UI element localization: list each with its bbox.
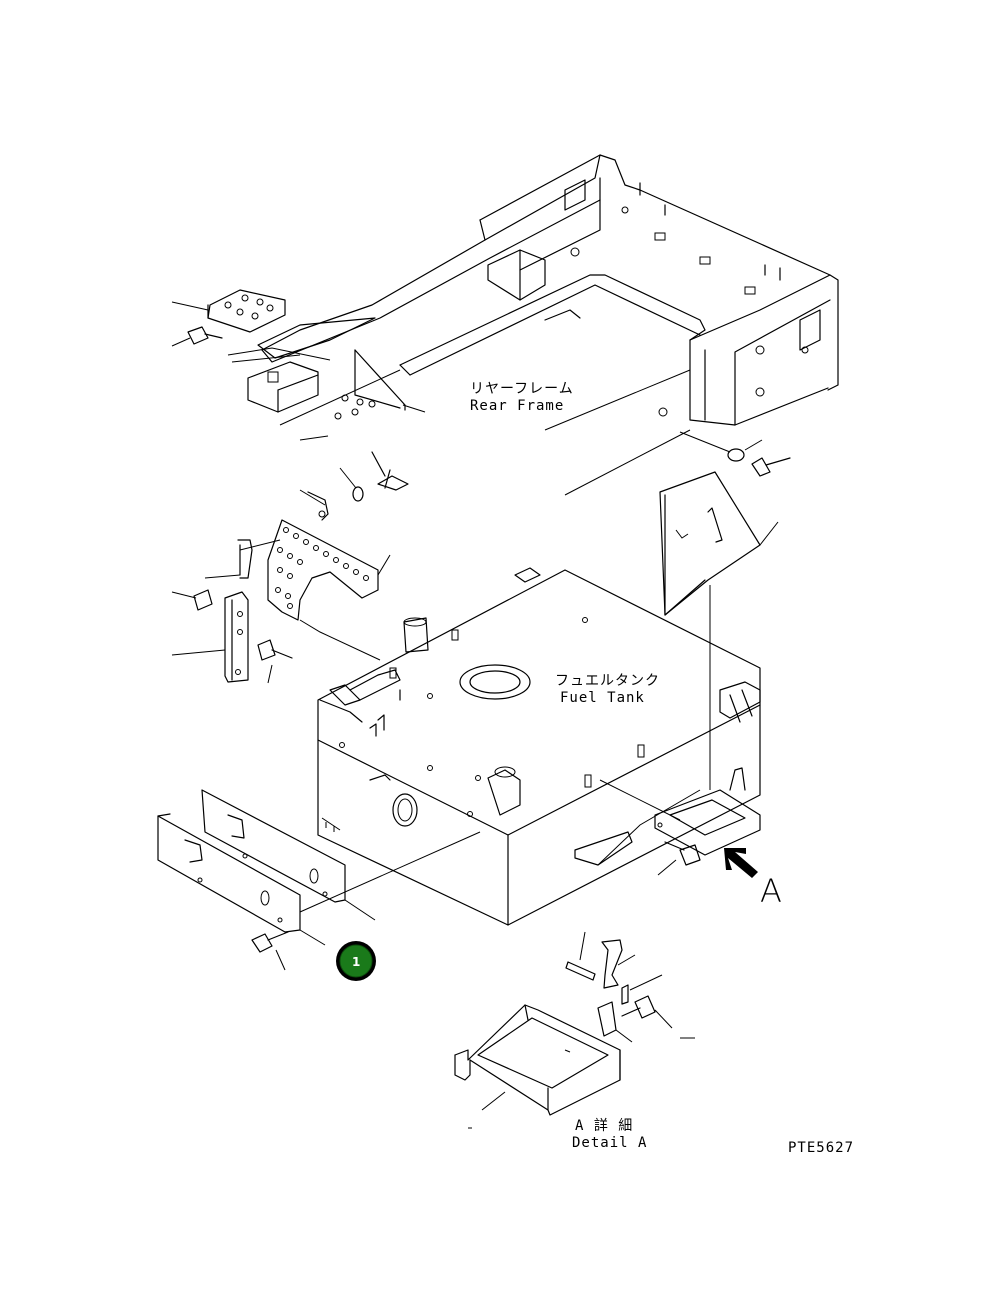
rear-frame-label-en: Rear Frame <box>470 398 564 414</box>
tank-cover-plate <box>659 471 779 790</box>
bolt-right <box>679 431 791 477</box>
bracket-small <box>299 489 329 521</box>
detail-a-clip <box>601 939 636 989</box>
under-cover-front <box>157 813 301 933</box>
bolt-lower-left <box>257 639 293 684</box>
view-letter-a: A <box>760 872 782 910</box>
tank-side-tray <box>599 767 761 856</box>
bolt-middle <box>371 451 409 491</box>
tray-bracket <box>574 789 701 866</box>
detail-a-washer <box>621 974 663 1005</box>
detail-a-label-en: Detail A <box>572 1135 647 1151</box>
support-stay <box>171 591 249 683</box>
detail-a-label-jp: A 詳 細 <box>575 1118 633 1134</box>
frame-cover-block <box>227 317 376 441</box>
spring-washer <box>339 467 364 502</box>
detail-a-tray <box>454 1004 621 1129</box>
callout-marker-fill <box>339 944 373 978</box>
fuel-tank <box>317 567 761 926</box>
perforated-guard-plate <box>267 519 391 661</box>
guard-plate-holes <box>275 527 369 609</box>
side-bracket <box>204 539 281 579</box>
callout-marker-1[interactable]: 1 <box>336 941 376 981</box>
drawing-code: PTE5627 <box>788 1140 854 1156</box>
fuel-tank-label-jp: フュエルタンク <box>555 673 660 689</box>
detail-a-bracket <box>597 1001 695 1043</box>
bolt-left-middle <box>171 589 213 611</box>
bolt-top-left <box>171 326 223 347</box>
rear-frame-label-jp: リヤーフレーム <box>470 381 574 397</box>
under-cover-rear <box>201 789 481 921</box>
bolt-under-cover <box>251 929 326 971</box>
bolt-tray <box>657 841 701 876</box>
detail-a-pin <box>565 931 596 981</box>
callout-number: 1 <box>352 955 360 969</box>
step-plate <box>171 289 286 333</box>
rear-frame <box>261 154 839 496</box>
washer-right <box>727 439 763 462</box>
fuel-tank-label-en: Fuel Tank <box>560 690 645 706</box>
view-arrow-a <box>724 848 758 878</box>
detail-a-bolt <box>621 995 673 1029</box>
